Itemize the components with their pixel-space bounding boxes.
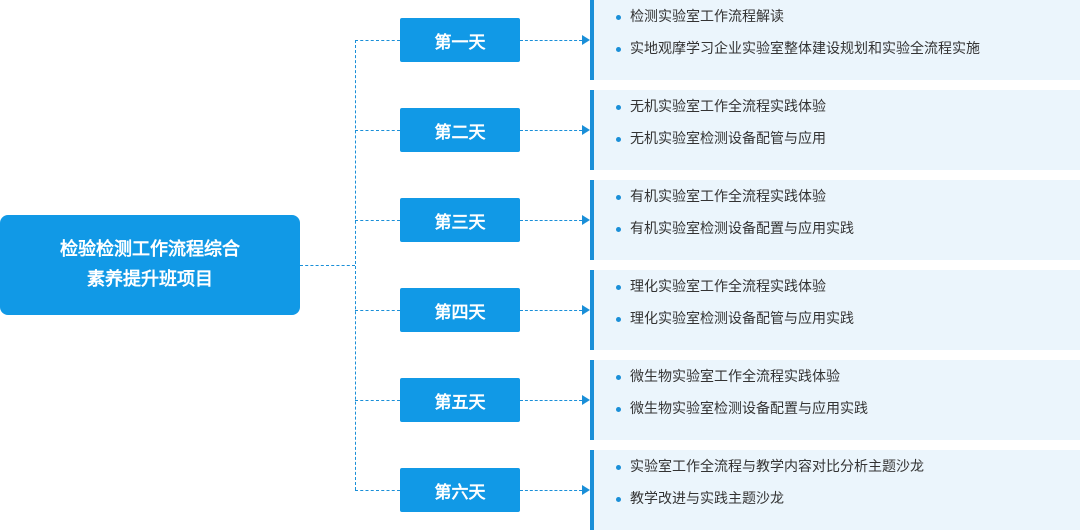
root-node: 检验检测工作流程综合 素养提升班项目 (0, 215, 300, 315)
detail-panel: 无机实验室工作全流程实践体验 无机实验室检测设备配管与应用 (590, 90, 1080, 170)
detail-item: 理化实验室工作全流程实践体验 (616, 279, 1080, 311)
trunk-line (355, 40, 356, 490)
detail-item: 有机实验室工作全流程实践体验 (616, 189, 1080, 221)
day-node: 第三天 (400, 198, 520, 242)
detail-panel: 检测实验室工作流程解读 实地观摩学习企业实验室整体建设规划和实验全流程实施 (590, 0, 1080, 80)
day-connector (520, 400, 582, 401)
day-connector (520, 130, 582, 131)
day-node: 第一天 (400, 18, 520, 62)
detail-panel: 理化实验室工作全流程实践体验 理化实验室检测设备配管与应用实践 (590, 270, 1080, 350)
arrow-icon (582, 215, 590, 225)
branch-line (355, 490, 400, 491)
arrow-icon (582, 485, 590, 495)
day-label: 第二天 (434, 122, 486, 143)
root-title-line-2: 素养提升班项目 (87, 269, 213, 290)
detail-item: 有机实验室检测设备配置与应用实践 (616, 221, 1080, 253)
detail-item: 实地观摩学习企业实验室整体建设规划和实验全流程实施 (616, 41, 1080, 73)
day-label: 第四天 (434, 302, 486, 323)
detail-item: 无机实验室工作全流程实践体验 (616, 99, 1080, 131)
detail-item: 检测实验室工作流程解读 (616, 9, 1080, 41)
day-label: 第五天 (434, 392, 486, 413)
arrow-icon (582, 305, 590, 315)
day-connector (520, 220, 582, 221)
detail-item: 无机实验室检测设备配管与应用 (616, 131, 1080, 163)
detail-item: 微生物实验室检测设备配置与应用实践 (616, 401, 1080, 433)
arrow-icon (582, 35, 590, 45)
detail-item: 实验室工作全流程与教学内容对比分析主题沙龙 (616, 459, 1080, 491)
detail-item: 教学改进与实践主题沙龙 (616, 491, 1080, 523)
day-node: 第五天 (400, 378, 520, 422)
arrow-icon (582, 395, 590, 405)
branch-line (355, 130, 400, 131)
detail-item: 理化实验室检测设备配管与应用实践 (616, 311, 1080, 343)
day-label: 第六天 (434, 482, 486, 503)
day-connector (520, 310, 582, 311)
day-label: 第一天 (434, 32, 486, 53)
day-node: 第六天 (400, 468, 520, 512)
branch-line (355, 400, 400, 401)
day-node: 第二天 (400, 108, 520, 152)
detail-panel: 有机实验室工作全流程实践体验 有机实验室检测设备配置与应用实践 (590, 180, 1080, 260)
root-title-line-1: 检验检测工作流程综合 (60, 239, 240, 260)
branch-line (355, 40, 400, 41)
day-node: 第四天 (400, 288, 520, 332)
branch-line (355, 220, 400, 221)
root-connector (300, 265, 355, 266)
day-connector (520, 490, 582, 491)
detail-panel: 实验室工作全流程与教学内容对比分析主题沙龙 教学改进与实践主题沙龙 (590, 450, 1080, 530)
detail-panel: 微生物实验室工作全流程实践体验 微生物实验室检测设备配置与应用实践 (590, 360, 1080, 440)
day-label: 第三天 (434, 212, 486, 233)
branch-line (355, 310, 400, 311)
detail-item: 微生物实验室工作全流程实践体验 (616, 369, 1080, 401)
day-connector (520, 40, 582, 41)
arrow-icon (582, 125, 590, 135)
